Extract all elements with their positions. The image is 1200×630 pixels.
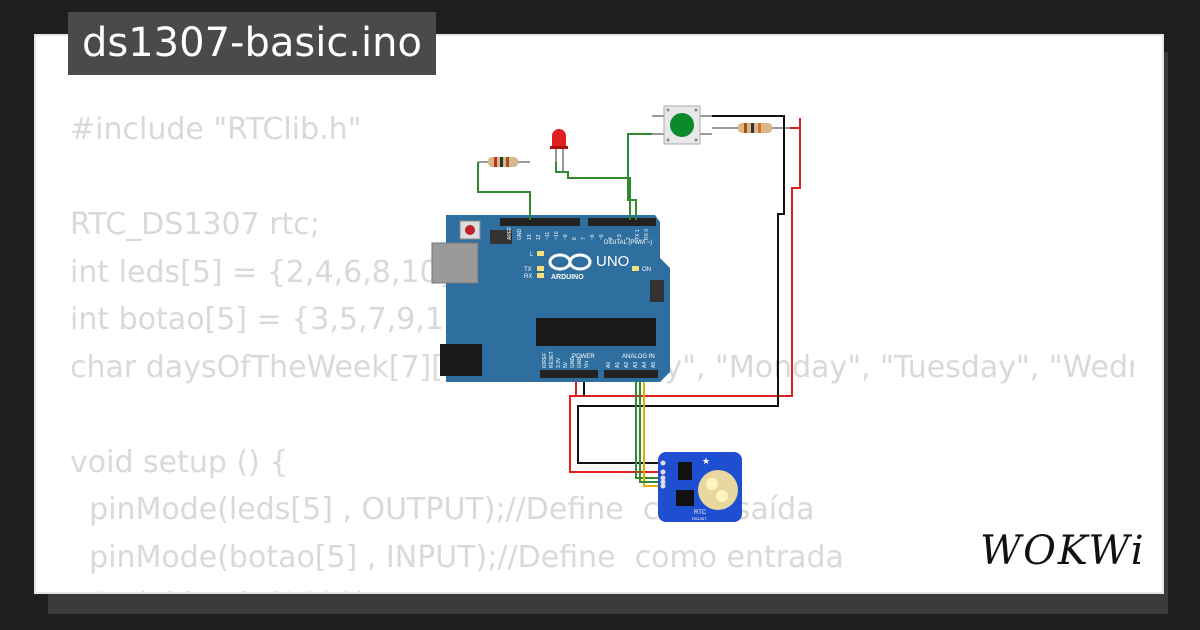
wire-5v-red[interactable] [569,118,801,473]
pin-label: A3 [633,362,639,368]
led-l-indicator [537,251,544,256]
pin-label: GND [577,357,583,369]
led-on-indicator [632,266,639,271]
pin-label: ~11 [545,232,551,240]
wire-led-resistor[interactable] [477,162,531,220]
usb-connector [431,242,479,284]
pin-label: Vin [584,361,590,368]
rtc-ds1307-module[interactable]: ★ RTC DS1307 [658,452,742,522]
project-title[interactable]: ds1307-basic.ino [68,12,436,75]
battery-holder [698,470,738,510]
rtc-crystal [678,462,692,480]
led-tx-indicator [537,266,544,271]
wire-sda[interactable] [635,382,662,479]
aref-label: AREF [507,227,513,240]
arduino-uno-board[interactable]: UNO ARDUINO DIGITAL (PWM ~) ANALOG IN PO… [431,215,670,382]
code-line: RTC_DS1307 rtc; [70,207,320,242]
header-digital-low [588,218,656,226]
pin-label: 4 [608,237,614,240]
led-resistor[interactable] [478,157,530,167]
pin-label: ~10 [554,231,560,240]
digital-label: DIGITAL (PWM ~) [604,240,652,246]
pin-label: IOREF [542,353,548,368]
code-line: #include "RTClib.h" [70,112,362,147]
pin-label: TX 1 [635,229,641,240]
atmega-chip [536,318,656,346]
pin-label: 12 [536,234,542,240]
led-rx-indicator [537,273,544,278]
star-icon: ★ [702,457,710,467]
power-label: POWER [572,354,595,360]
led-rx-label: RX [524,274,532,280]
pin-label: ~9 [563,234,569,240]
wokwi-logo[interactable]: WOKWi [976,524,1152,576]
pin-label: 5V [563,361,569,368]
icsp-header-right [650,280,664,302]
wire-button-pin[interactable] [627,133,652,220]
rtc-label: RTC [694,510,707,516]
header-digital-high [500,218,580,226]
pin-label: RESET [549,351,555,368]
arduino-logo-icon [548,253,592,271]
pin-label: ~3 [617,234,623,240]
pin-label: 8 [572,237,578,240]
pin-label: ~5 [599,234,605,240]
wires [477,115,801,487]
pin-label: ~6 [590,234,596,240]
button-resistor[interactable] [712,123,790,133]
pin-label: A0 [606,362,612,368]
pin-label: A5 [651,362,657,368]
code-line: void setup () { [70,444,289,480]
led-l-label: L [530,252,534,258]
arduino-brand-label: ARDUINO [551,274,584,281]
power-jack [440,344,482,376]
uno-label: UNO [596,253,629,270]
pin-label: GND [570,357,576,369]
on-label: ON [642,267,651,273]
pin-label: A2 [624,362,630,368]
pin-label: A4 [642,362,648,368]
pin-label: A1 [615,362,621,368]
wokwi-logo-text: WOKWi [980,528,1146,574]
code-line: pinMode(botao[5] , INPUT);//Define como … [70,539,844,575]
pin-label: 13 [527,234,533,240]
code-line: Serial.begin(9600); [70,581,1134,592]
analog-label: ANALOG IN [622,354,655,360]
code-line: char daysOfTheWeek[7][12] = {"Sunday", "… [70,349,1134,385]
pin-label: 2 [626,237,632,240]
pin-label: 7 [581,237,587,240]
gnd-label: GND [517,229,523,241]
wire-sda-2[interactable] [639,382,662,483]
icsp-header [490,230,512,244]
rtc-chip-label: DS1307 [692,516,707,521]
green-pushbutton[interactable] [652,105,712,145]
code-line: pinMode(leds[5] , OUTPUT);//Define como … [70,492,815,527]
wire-gnd-black[interactable] [577,115,785,464]
rtc-chip [676,490,694,506]
led-tx-label: TX [524,267,532,273]
header-power [540,370,598,378]
pin-label: 3.3V [556,357,562,368]
wire-led-pin[interactable] [555,162,631,220]
wire-scl[interactable] [643,382,662,487]
pin-label: RX 0 [644,229,650,240]
red-led[interactable] [550,129,568,172]
header-analog [604,370,658,378]
code-listing: #include "RTClib.h"RTC_DS1307 rtc;int le… [70,106,1134,592]
reset-button-cap[interactable] [465,225,475,235]
